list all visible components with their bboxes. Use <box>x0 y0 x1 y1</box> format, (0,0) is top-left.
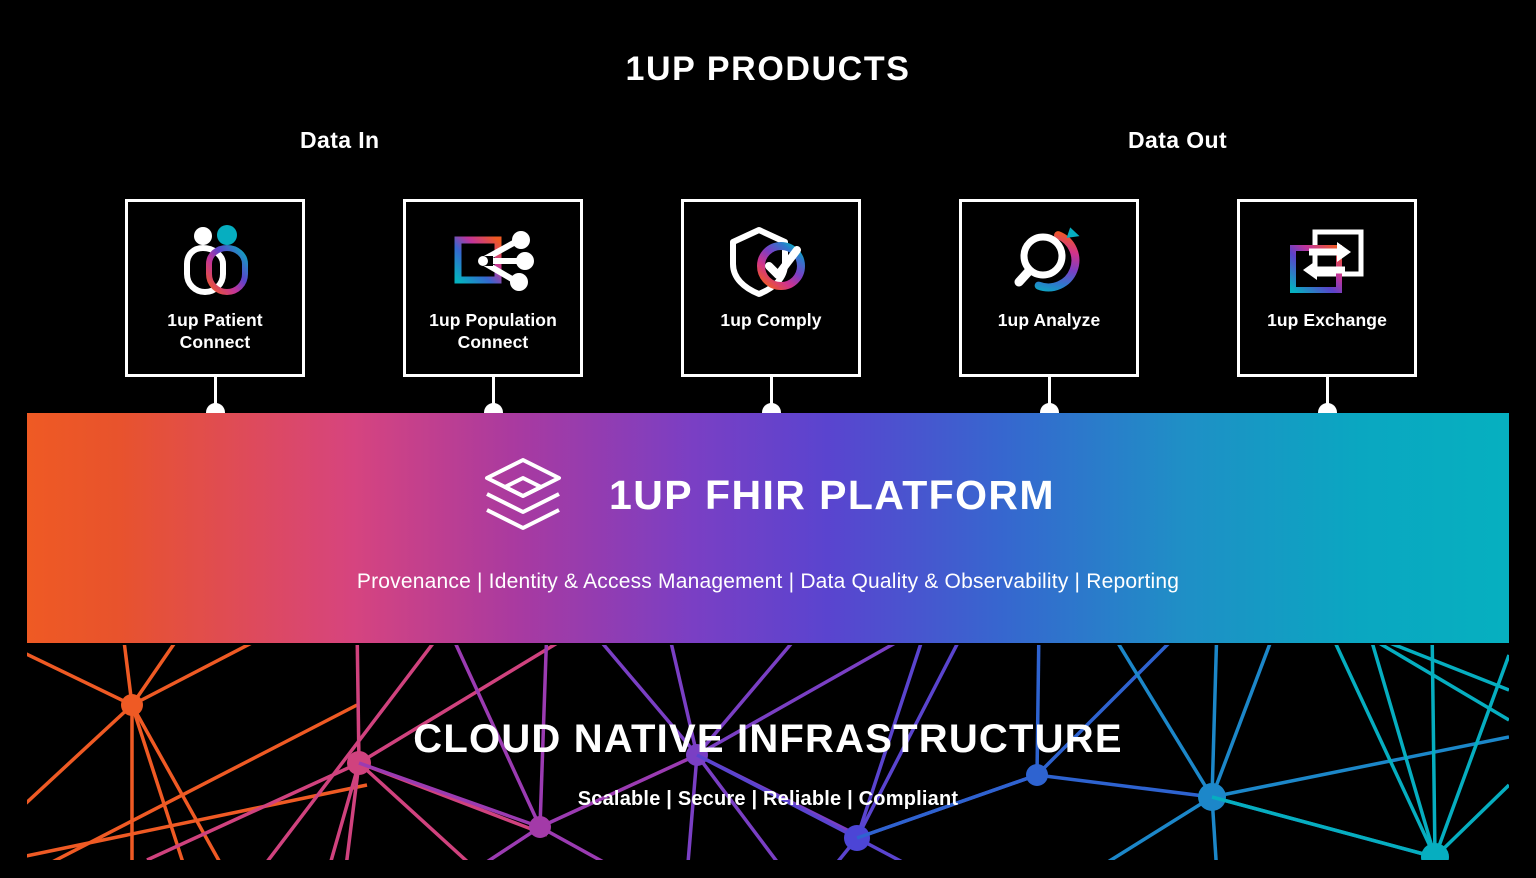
network-node <box>1421 843 1449 860</box>
infrastructure-section: CLOUD NATIVE INFRASTRUCTURE Scalable | S… <box>27 645 1509 860</box>
product-label-line1: 1up Patient <box>167 310 263 330</box>
product-label: 1up Comply <box>714 310 827 332</box>
product-card-patient-connect[interactable]: 1up Patient Connect <box>125 199 305 377</box>
platform-title: 1UP FHIR PLATFORM <box>609 471 1055 518</box>
product-card-population-connect[interactable]: 1up Population Connect <box>403 199 583 377</box>
network-node <box>121 694 143 716</box>
product-label: 1up Exchange <box>1261 310 1393 332</box>
network-graphic <box>27 645 1509 860</box>
product-label: 1up Population Connect <box>423 310 563 354</box>
group-label-data-in: Data In <box>300 127 380 153</box>
network-node <box>529 816 551 838</box>
magnifier-refresh-icon <box>1014 227 1080 292</box>
product-label: 1up Patient Connect <box>161 310 268 354</box>
product-card-exchange[interactable]: 1up Exchange <box>1237 199 1417 377</box>
page-title: 1UP PRODUCTS <box>625 50 911 88</box>
exchange-squares-icon <box>1290 229 1364 293</box>
two-people-connect-icon <box>184 225 248 295</box>
connector-line-patient-connect <box>214 377 217 419</box>
platform-capabilities: Provenance | Identity & Access Managemen… <box>356 570 1180 593</box>
connector-line-analyze <box>1048 377 1051 419</box>
product-label: 1up Analyze <box>992 310 1107 332</box>
product-label-line1: 1up Population <box>429 310 557 330</box>
product-card-comply[interactable]: 1up Comply <box>681 199 861 377</box>
stacked-layers-icon <box>485 458 562 530</box>
connector-line-population-connect <box>492 377 495 419</box>
product-label-line1: 1up Comply <box>720 310 822 330</box>
product-label-line2: Connect <box>179 331 251 352</box>
share-network-icon <box>454 231 534 291</box>
connector-line-comply <box>770 377 773 419</box>
group-label-data-out: Data Out <box>1128 127 1228 153</box>
product-label-line1: 1up Analyze <box>997 310 1101 330</box>
product-card-analyze[interactable]: 1up Analyze <box>959 199 1139 377</box>
fhir-platform-band: 1UP FHIR PLATFORM Provenance | Identity … <box>27 413 1509 643</box>
product-label-line2: Connect <box>457 331 529 352</box>
network-node <box>1026 764 1048 786</box>
shield-check-icon <box>730 227 805 297</box>
product-label-line1: 1up Exchange <box>1267 310 1387 330</box>
connector-line-exchange <box>1326 377 1329 419</box>
platform-title-row: 1UP FHIR PLATFORM <box>481 456 1055 534</box>
